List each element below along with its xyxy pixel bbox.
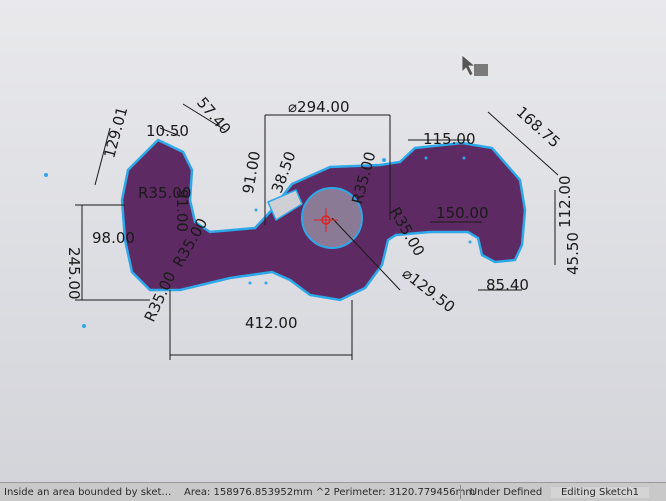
status-bar: Inside an area bounded by sketch... Area… — [0, 482, 666, 501]
dim-10-50[interactable]: 10.50 — [146, 122, 189, 140]
dim-98[interactable]: 98.00 — [92, 229, 135, 247]
dim-dia-129[interactable]: ⌀129.50 — [399, 264, 459, 316]
dim-57-40[interactable]: 57.40 — [193, 94, 234, 138]
dim-85-40[interactable]: 85.40 — [486, 276, 529, 294]
dim-115[interactable]: 115.00 — [423, 130, 476, 148]
dim-45-50[interactable]: 45.50 — [564, 232, 582, 275]
dim-412[interactable]: 412.00 — [245, 314, 298, 332]
dim-245[interactable]: 245.00 — [65, 247, 83, 300]
dim-dia-294[interactable]: ⌀294.00 — [288, 98, 350, 116]
dim-129-01[interactable]: 129.01 — [100, 105, 131, 160]
dim-168-75[interactable]: 168.75 — [513, 103, 564, 152]
cursor-arrow-icon — [461, 54, 488, 77]
sketch-canvas[interactable]: 129.01 10.50 57.40 ⌀294.00 115.00 168.75… — [0, 0, 666, 482]
status-editing-sketch[interactable]: Editing Sketch1 — [551, 486, 649, 498]
dim-112[interactable]: 112.00 — [556, 176, 574, 229]
sketch-points — [44, 156, 472, 328]
dim-150[interactable]: 150.00 — [436, 204, 489, 222]
status-definition-state[interactable]: Under Defined — [469, 486, 543, 498]
status-hint: Inside an area bounded by sketch... — [4, 486, 180, 498]
status-separator — [460, 485, 461, 499]
dim-91-b[interactable]: 91.00 — [239, 150, 264, 195]
origin-icon — [314, 208, 338, 232]
dim-91-a[interactable]: 91.00 — [173, 189, 191, 232]
slot-cut[interactable] — [267, 189, 303, 222]
status-area-perimeter: Area: 158976.853952mm ^2 Perimeter: 3120… — [184, 486, 476, 498]
dim-r35-a[interactable]: R35.00 — [138, 184, 191, 202]
